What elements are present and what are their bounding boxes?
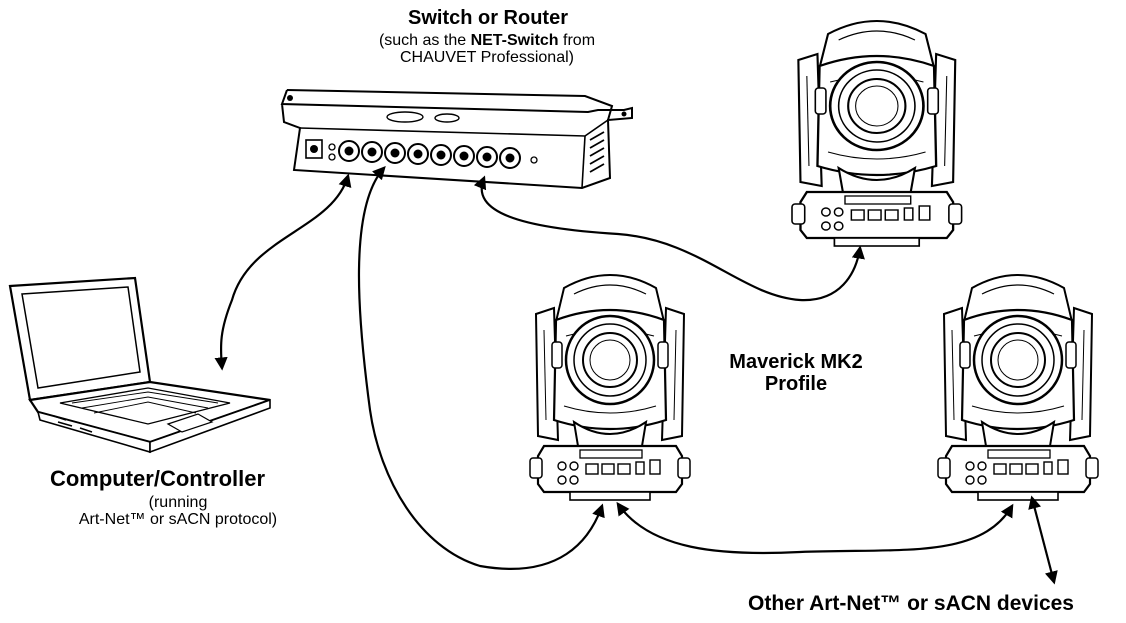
- fixture-label-line1: Maverick MK2: [729, 351, 863, 373]
- computer-subtitle-line1: (running: [148, 494, 208, 511]
- other-devices-label: Other Art-Net™ or sACN devices: [748, 592, 1074, 615]
- switch-subtitle-prefix: (such as the: [378, 32, 471, 49]
- cable-switch-to-fixture-top: [473, 175, 865, 302]
- switch-title: Switch or Router: [407, 7, 568, 29]
- fixture-label: Maverick MK2 Profile: [726, 351, 866, 395]
- computer-subtitle-line2: Art-Net™ or sACN protocol): [78, 511, 278, 529]
- cable-switch-to-fixture-middle: [357, 166, 605, 570]
- switch-subtitle-line2: CHAUVET Professional): [400, 49, 574, 67]
- switch-subtitle-product: NET-Switch: [470, 32, 559, 49]
- laptop-computer: [8, 276, 271, 454]
- network-cables: [214, 166, 1058, 585]
- switch-subtitle: (such as the NET-Switch from CHAUVET Pro…: [300, 32, 674, 67]
- cable-fixture-middle-to-fixture-right: [616, 501, 1014, 555]
- cable-fixture-right-to-other-devices: [1028, 495, 1058, 585]
- network-switch: [280, 89, 633, 190]
- computer-subtitle: (running Art-Net™ or sACN protocol): [52, 494, 304, 529]
- cable-switch-to-computer: [214, 173, 352, 371]
- switch-subtitle-suffix: from: [558, 32, 596, 49]
- moving-head-fixture-right: [936, 268, 1100, 502]
- moving-head-fixture-middle: [528, 268, 692, 502]
- fixture-label-line2: Profile: [764, 372, 828, 395]
- moving-head-fixture-top: [790, 14, 963, 248]
- computer-title: Computer/Controller: [49, 466, 266, 491]
